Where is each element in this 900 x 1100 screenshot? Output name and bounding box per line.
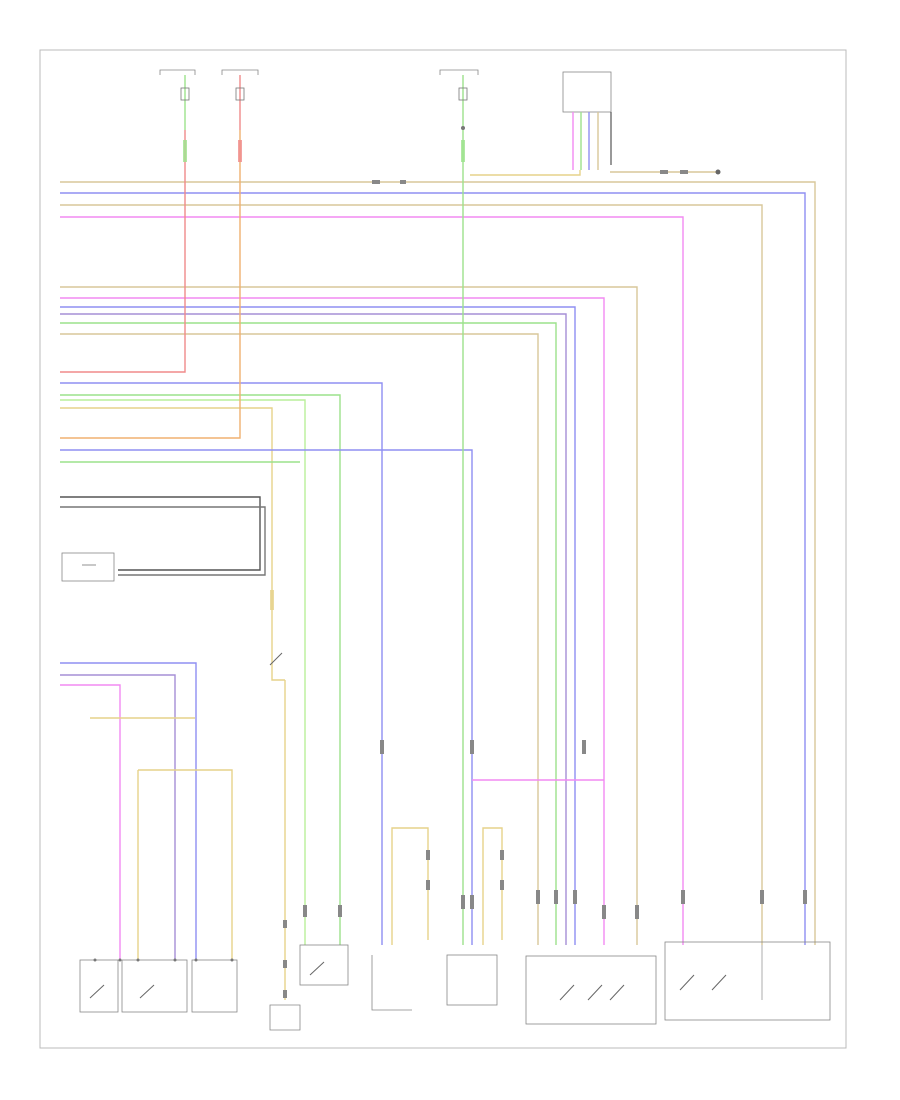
bus-group-3 — [60, 130, 473, 945]
connector-icon — [283, 990, 287, 998]
switch-center-left — [269, 560, 301, 1031]
component-passenger-switch — [525, 740, 657, 1025]
ground-top-right — [610, 169, 721, 175]
connector-icon — [680, 170, 688, 174]
bus-group-2 — [60, 286, 638, 945]
diagram-frame — [39, 49, 847, 1049]
switch-icon — [587, 984, 603, 1001]
bus-group-1 — [60, 170, 816, 945]
component-center-sensor — [371, 740, 430, 1011]
relay-module-top — [562, 71, 612, 170]
switch-icon — [559, 984, 575, 1001]
switch-icon — [679, 974, 695, 991]
connector-icon — [283, 920, 287, 928]
connector-icon — [426, 880, 430, 890]
switch-icon — [309, 961, 325, 976]
fuse-icon — [458, 87, 468, 101]
bus-group-4 — [60, 662, 233, 960]
switch-icon — [609, 984, 625, 1001]
connector-icon — [660, 170, 668, 174]
relay-icon — [61, 552, 115, 582]
fuse-icon — [235, 87, 245, 101]
component-bottom-left — [79, 958, 238, 1013]
component-dual-switch — [299, 905, 349, 986]
connector-icon — [380, 740, 384, 754]
fuse-block-left — [159, 69, 259, 130]
connector-icon — [283, 960, 287, 968]
connector-icon — [470, 740, 474, 754]
connector-icon — [500, 850, 504, 860]
fuse-block-center — [439, 69, 479, 130]
switch-icon — [89, 984, 105, 999]
ground-icon — [715, 169, 721, 175]
fuse-icon — [180, 87, 190, 101]
connector-icon — [760, 890, 764, 904]
connector-icon — [372, 180, 380, 184]
connector-icon — [400, 180, 406, 184]
switch-icon — [269, 652, 283, 666]
connector-icon — [303, 905, 307, 917]
connector-icon — [500, 880, 504, 890]
connector-icon — [803, 890, 807, 904]
connector-icon — [426, 850, 430, 860]
switch-icon — [139, 984, 155, 999]
relay-group-left — [60, 496, 266, 582]
wire-connectors — [183, 140, 639, 919]
component-center-module — [446, 740, 604, 1006]
switch-icon — [711, 974, 727, 991]
connector-icon — [338, 905, 342, 917]
connector-icon — [582, 740, 586, 754]
component-right-module — [664, 890, 831, 1021]
connector-icon — [681, 890, 685, 904]
